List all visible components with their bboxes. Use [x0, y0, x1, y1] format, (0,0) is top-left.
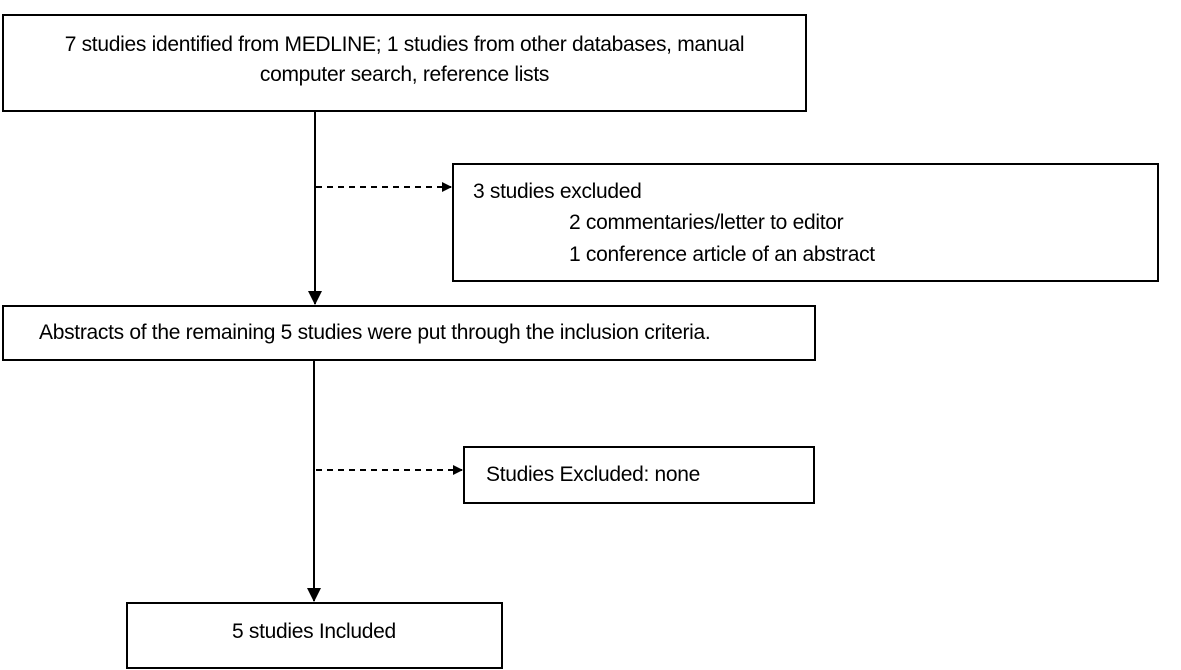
excluded-second-box: Studies Excluded: none — [463, 446, 815, 504]
included-text: 5 studies Included — [232, 620, 396, 643]
excluded-first-box: 3 studies excluded 2 commentaries/letter… — [452, 163, 1159, 282]
excluded-first-heading: 3 studies excluded — [473, 180, 642, 203]
excluded-first-item: 1 conference article of an abstract — [569, 243, 875, 266]
screening-text: Abstracts of the remaining 5 studies wer… — [39, 321, 711, 344]
excluded-first-item: 2 commentaries/letter to editor — [569, 211, 844, 234]
identified-box: 7 studies identified from MEDLINE; 1 stu… — [2, 14, 807, 112]
excluded-second-text: Studies Excluded: none — [486, 463, 701, 486]
screening-box: Abstracts of the remaining 5 studies wer… — [2, 305, 816, 361]
identified-line2: computer search, reference lists — [259, 63, 550, 86]
included-box: 5 studies Included — [126, 602, 503, 669]
identified-line1: 7 studies identified from MEDLINE; 1 stu… — [64, 33, 745, 56]
